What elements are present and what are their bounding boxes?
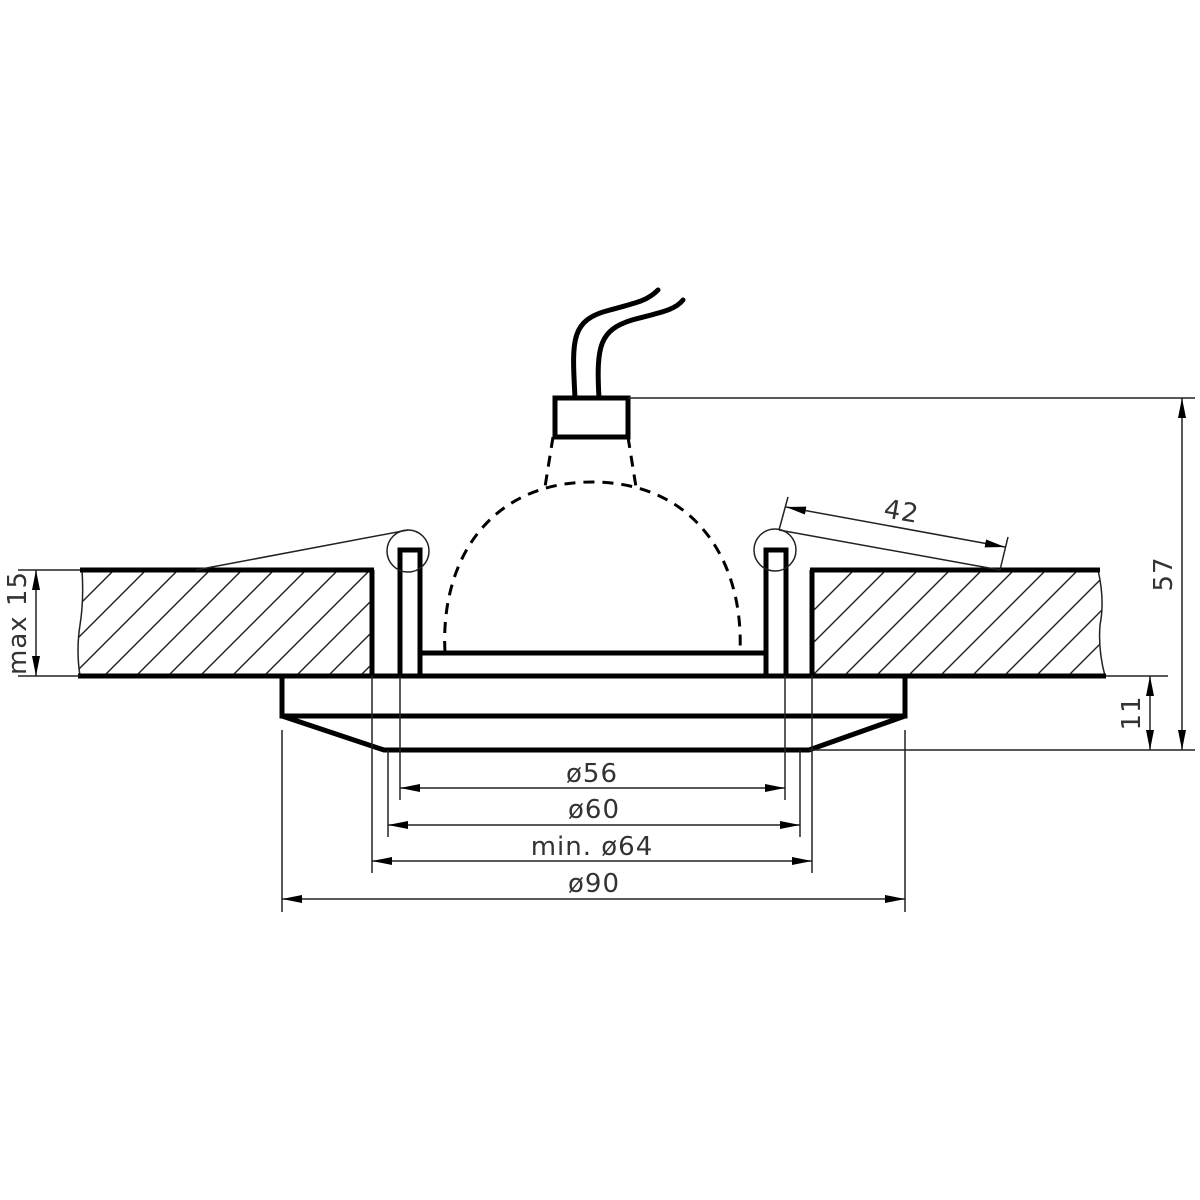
hatching-right [812,570,1105,676]
spring-clip-right [753,528,1001,679]
halogen-lamp-dashed [443,436,742,653]
ceiling-panel-right [809,567,1106,677]
power-cable [571,287,686,401]
spring-leader-right [778,529,1001,571]
extension-lines [18,397,1195,912]
dim-outer-diameter: ø90 [568,869,620,899]
dim-total-height: 57 [1149,556,1179,591]
dim-lamp-diameter: ø60 [568,795,620,825]
dim-cutout-min: min. ø64 [531,832,654,862]
spring-clip-left [195,529,430,679]
lamp-connector [552,395,631,440]
dim-ceiling-thickness: max 15 [3,571,33,675]
dim-trim-height: 11 [1117,695,1147,730]
dimension-lines [32,398,1186,903]
ceiling-panel-left [77,567,375,677]
trim-ring [279,676,908,753]
hatching-left [78,570,372,676]
dim-inner-diameter: ø56 [566,759,618,789]
dim-spring-length: 42 [882,494,922,530]
spring-leader-left [195,529,409,571]
dim-line-42 [785,506,1006,548]
